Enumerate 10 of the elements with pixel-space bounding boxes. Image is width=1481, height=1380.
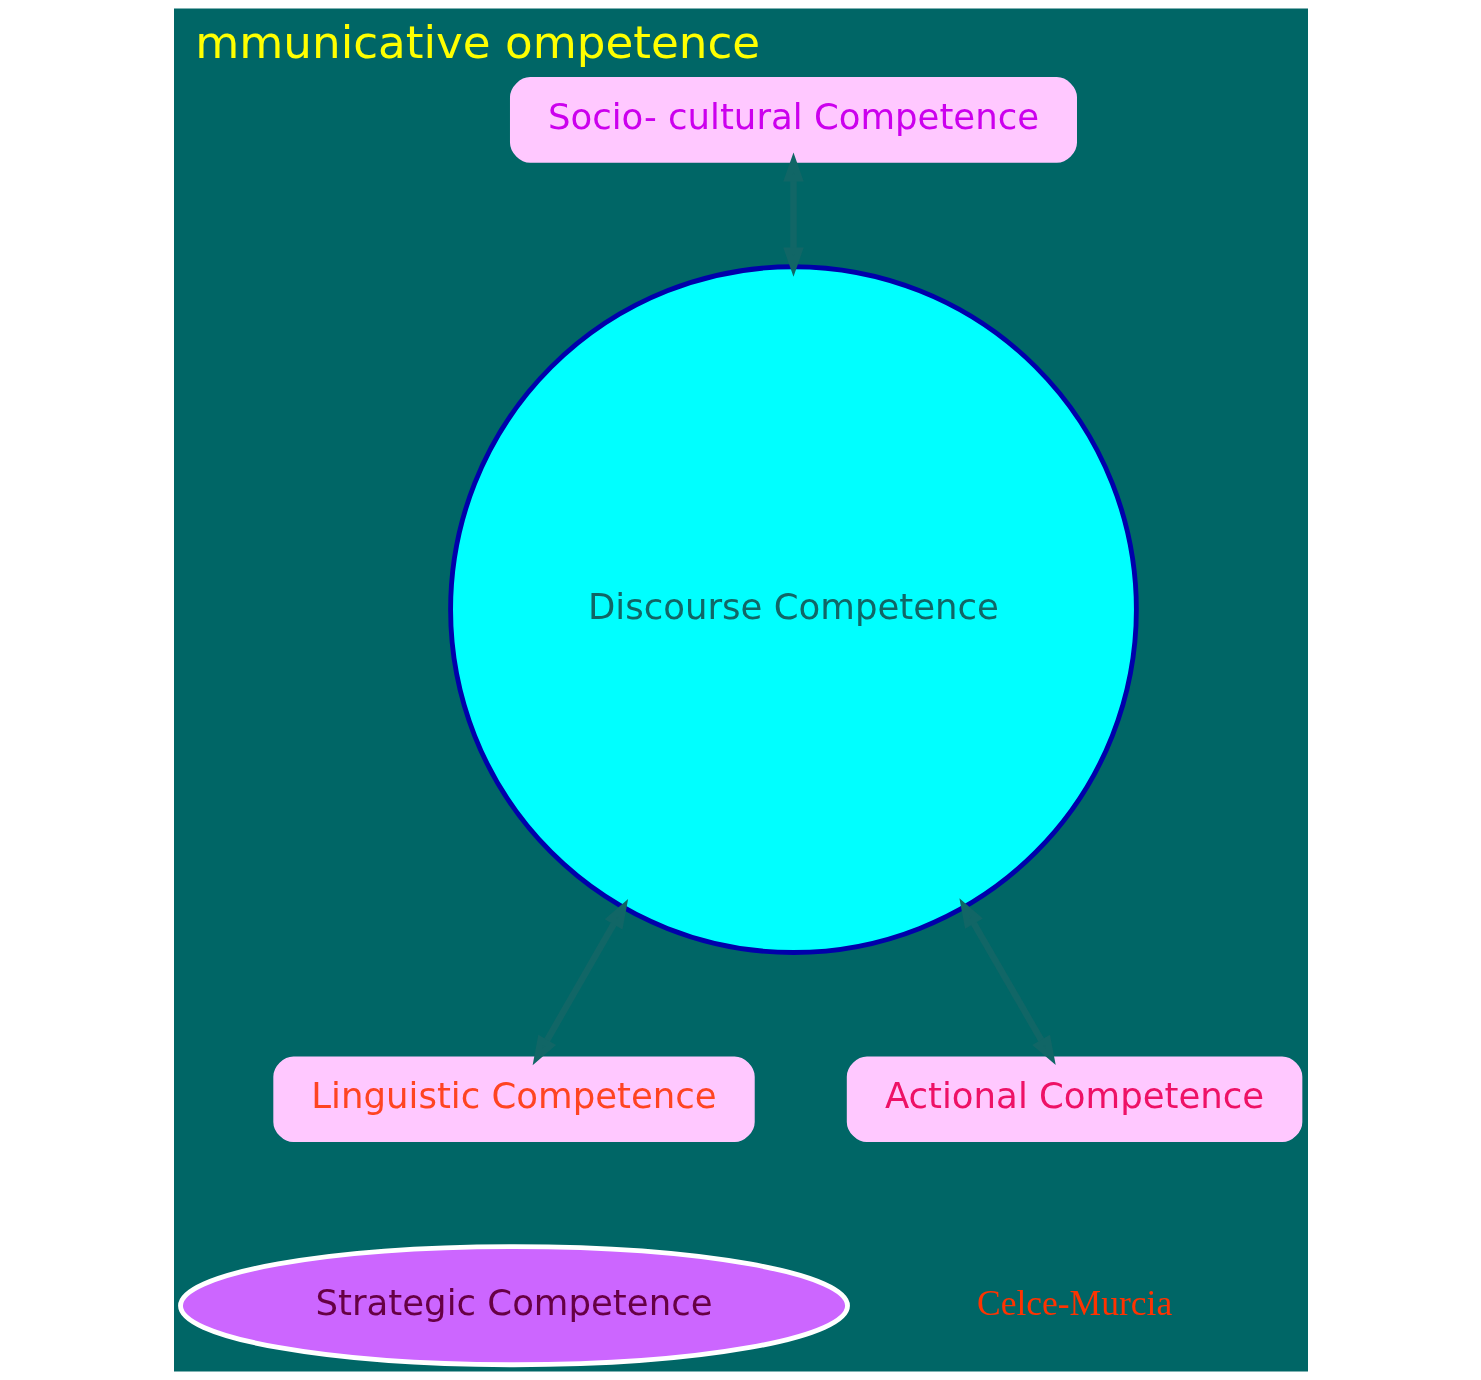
label: Celce-Murcia xyxy=(976,1282,1172,1323)
node-ellipse: Strategic Competence xyxy=(177,1244,850,1368)
node-box: Socio- cultural Competence xyxy=(509,77,1077,163)
arrow xyxy=(782,152,804,277)
node-box: Linguistic Competence xyxy=(272,1056,755,1143)
diagram-title: mmunicative ompetence xyxy=(194,15,760,69)
arrow xyxy=(532,899,628,1066)
arrow xyxy=(958,898,1056,1066)
node-circle: Discourse Competence xyxy=(447,264,1139,955)
node-box: Actional Competence xyxy=(846,1056,1302,1143)
